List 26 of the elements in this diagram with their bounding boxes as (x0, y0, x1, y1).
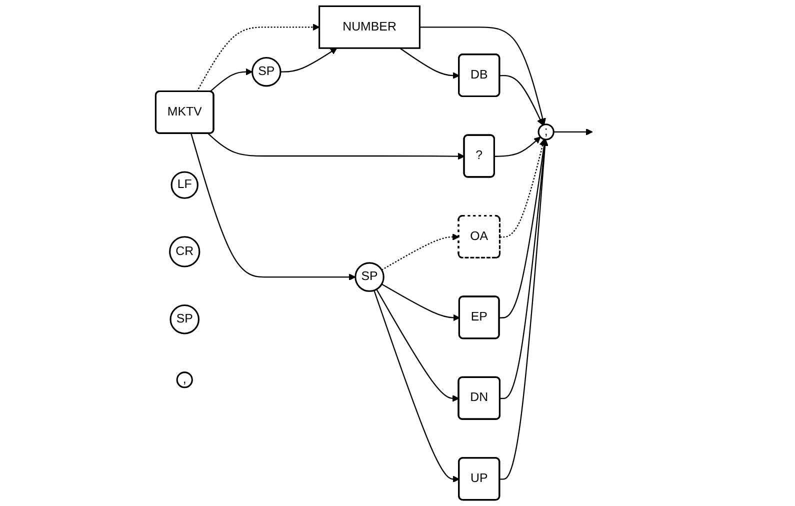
arrow (196, 24, 320, 92)
node-circle: SP (252, 56, 282, 87)
arrow (494, 136, 541, 157)
arrow (500, 75, 544, 126)
arrow (382, 234, 460, 270)
arrow (210, 68, 253, 92)
arrow (500, 139, 548, 318)
arrow (554, 128, 593, 136)
arrow (500, 139, 549, 480)
node-circle: CR (169, 236, 200, 268)
arrow (400, 48, 460, 79)
node-circle: ; (538, 124, 555, 140)
arrow (382, 284, 460, 322)
arrow (376, 289, 460, 402)
arrow (208, 133, 465, 160)
arrow (500, 138, 546, 238)
node-circle: , (176, 372, 194, 388)
node-box: NUMBER (318, 5, 421, 49)
arrow (280, 48, 338, 72)
node-circle: SP (170, 304, 200, 334)
arrow (420, 26, 546, 125)
arrow (500, 139, 548, 400)
arrow (190, 133, 356, 280)
arrow (374, 290, 460, 483)
node-circle: SP (354, 262, 385, 292)
node-circle: LF (170, 171, 199, 199)
